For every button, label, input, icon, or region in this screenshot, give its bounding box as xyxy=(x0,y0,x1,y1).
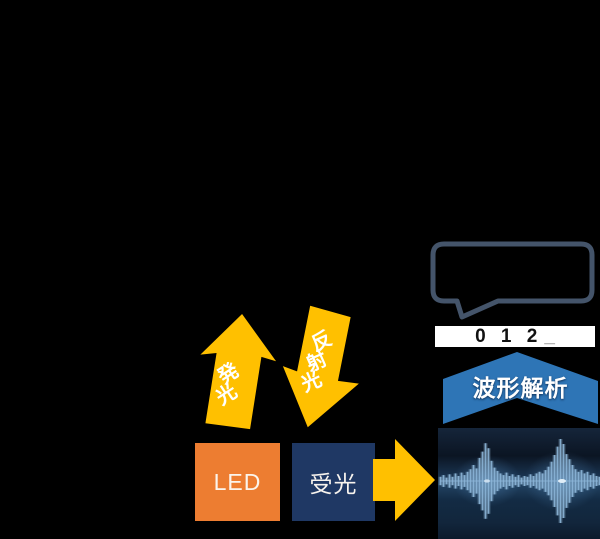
analysis-chevron xyxy=(443,352,598,424)
waveform-panel xyxy=(438,428,600,539)
waveform-hotspot-right xyxy=(558,479,566,483)
waveform-bars xyxy=(438,439,600,523)
flow-arrow-shape xyxy=(373,439,435,521)
receiver-box: 受光 xyxy=(292,443,375,521)
output-value: 0 1 2 xyxy=(475,325,543,347)
receiver-box-label: 受光 xyxy=(309,471,358,497)
led-box-label: LED xyxy=(213,468,262,495)
emission-arrow-shape xyxy=(200,314,277,430)
output-value-box: 0 1 2_ xyxy=(433,324,597,349)
led-box: LED xyxy=(195,443,280,521)
output-cursor: _ xyxy=(544,325,555,347)
analysis-chevron-shape xyxy=(443,352,598,424)
waveform-hotspot-left xyxy=(484,479,490,483)
speech-bubble xyxy=(430,241,595,320)
flow-arrow xyxy=(373,439,435,521)
reflection-arrow-shape xyxy=(282,305,359,428)
analysis-chevron-label: 波形解析 xyxy=(472,375,569,401)
reflection-arrow xyxy=(282,305,359,428)
speech-bubble-outline xyxy=(430,241,595,320)
emission-arrow xyxy=(200,314,277,430)
